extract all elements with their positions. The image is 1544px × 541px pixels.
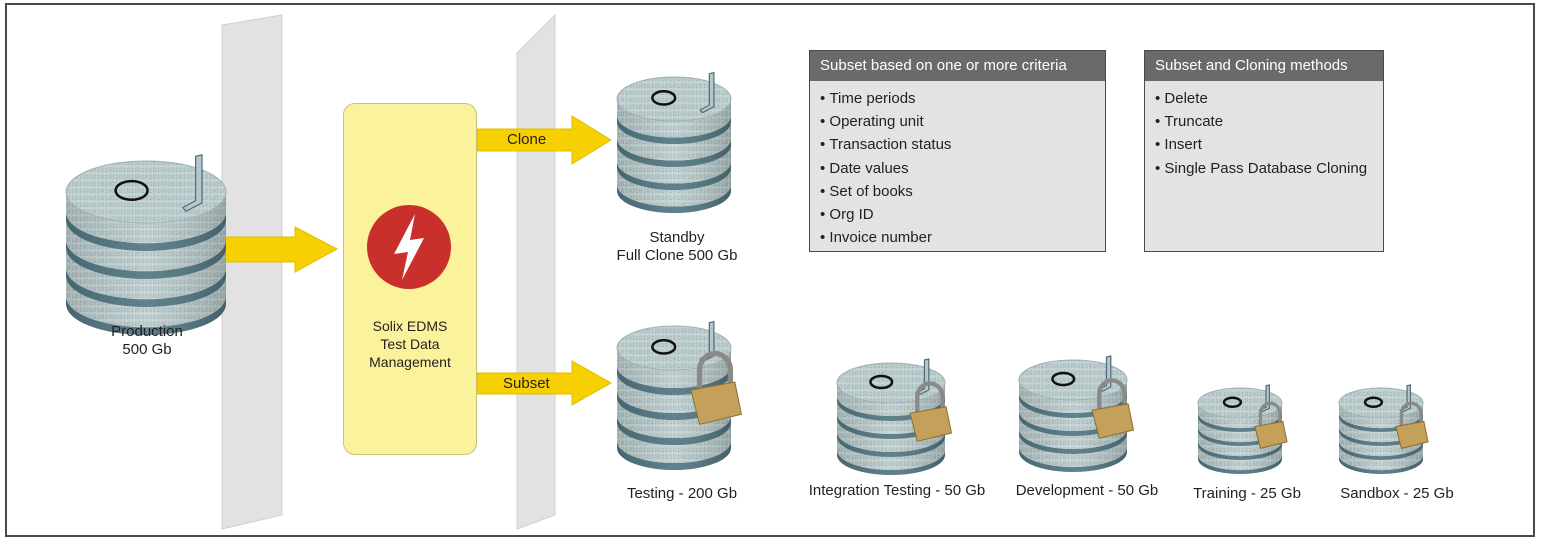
arrow-subset [476,360,613,406]
methods-item: Insert [1155,133,1383,156]
disk-spindle [651,90,677,106]
padlock-icon [909,381,953,442]
tdm-title: Solix EDMS Test Data Management [344,317,476,371]
methods-box-title: Subset and Cloning methods [1145,51,1383,81]
target-label-sandbox: Sandbox - 25 Gb [1340,485,1454,502]
methods-item: Single Pass Database Cloning [1155,157,1383,180]
padlock-icon [690,350,743,425]
disk-spindle [651,339,677,355]
database-icon-integration [836,358,953,475]
clone-label: Clone [507,131,547,148]
tdm-title-line1: Solix EDMS [372,318,448,334]
methods-item: Truncate [1155,110,1383,133]
criteria-item: Date values [820,157,1105,180]
methods-box: Subset and Cloning methods Delete Trunca… [1144,50,1384,252]
criteria-item: Org ID [820,203,1105,226]
disk-spindle [1363,396,1384,408]
subset-label: Subset [503,375,550,392]
separator-panel-left [221,14,283,530]
padlock-icon [1091,378,1135,439]
standby-size: Full Clone 500 Gb [616,247,738,264]
target-label-training: Training - 25 Gb [1193,485,1301,502]
database-icon-sandbox [1338,384,1429,474]
disk-arm [699,71,715,114]
target-label-development: Development - 50 Gb [1015,482,1159,499]
disk-spindle [1222,396,1243,408]
database-icon-development [1018,355,1135,472]
arrow-clone [476,115,612,165]
production-name: Production [111,323,183,340]
criteria-box: Subset based on one or more criteria Tim… [809,50,1106,252]
disk-spindle [869,374,894,390]
test-data-management-box: Solix EDMS Test Data Management [343,103,477,455]
disk-arm [181,154,203,212]
criteria-item: Time periods [820,87,1105,110]
target-label-testing: Testing - 200 Gb [626,485,738,502]
methods-list: Delete Truncate Insert Single Pass Datab… [1145,87,1383,180]
database-icon-testing [616,320,743,470]
criteria-item: Invoice number [820,226,1105,249]
criteria-list: Time periods Operating unit Transaction … [810,87,1105,249]
database-icon-production [65,154,227,335]
database-icon-training [1197,384,1288,474]
arrow-production-to-tdm [223,226,339,273]
criteria-box-title: Subset based on one or more criteria [810,51,1105,81]
criteria-item: Transaction status [820,133,1105,156]
disk-spindle [1051,371,1076,387]
production-size: 500 Gb [122,341,172,358]
target-label-integration: Integration Testing - 50 Gb [808,482,986,499]
tdm-title-line2: Test Data [380,336,440,352]
padlock-icon [1254,401,1288,449]
standby-name: Standby [649,229,705,246]
database-icon-standby [616,71,732,213]
disk-spindle [114,179,149,201]
padlock-icon [1395,401,1429,449]
criteria-item: Operating unit [820,110,1105,133]
diagram-frame: 0101010 Production 500 Gb Solix EDMS T [5,3,1535,537]
diagram-canvas: 0101010 [65,13,1429,530]
separator-panel-right [516,13,556,530]
tdm-title-line3: Management [369,354,451,370]
standby-label: Standby Full Clone 500 Gb [602,229,752,265]
methods-item: Delete [1155,87,1383,110]
lightning-bolt-icon [367,205,451,289]
production-label: Production 500 Gb [67,323,227,359]
criteria-item: Set of books [820,180,1105,203]
